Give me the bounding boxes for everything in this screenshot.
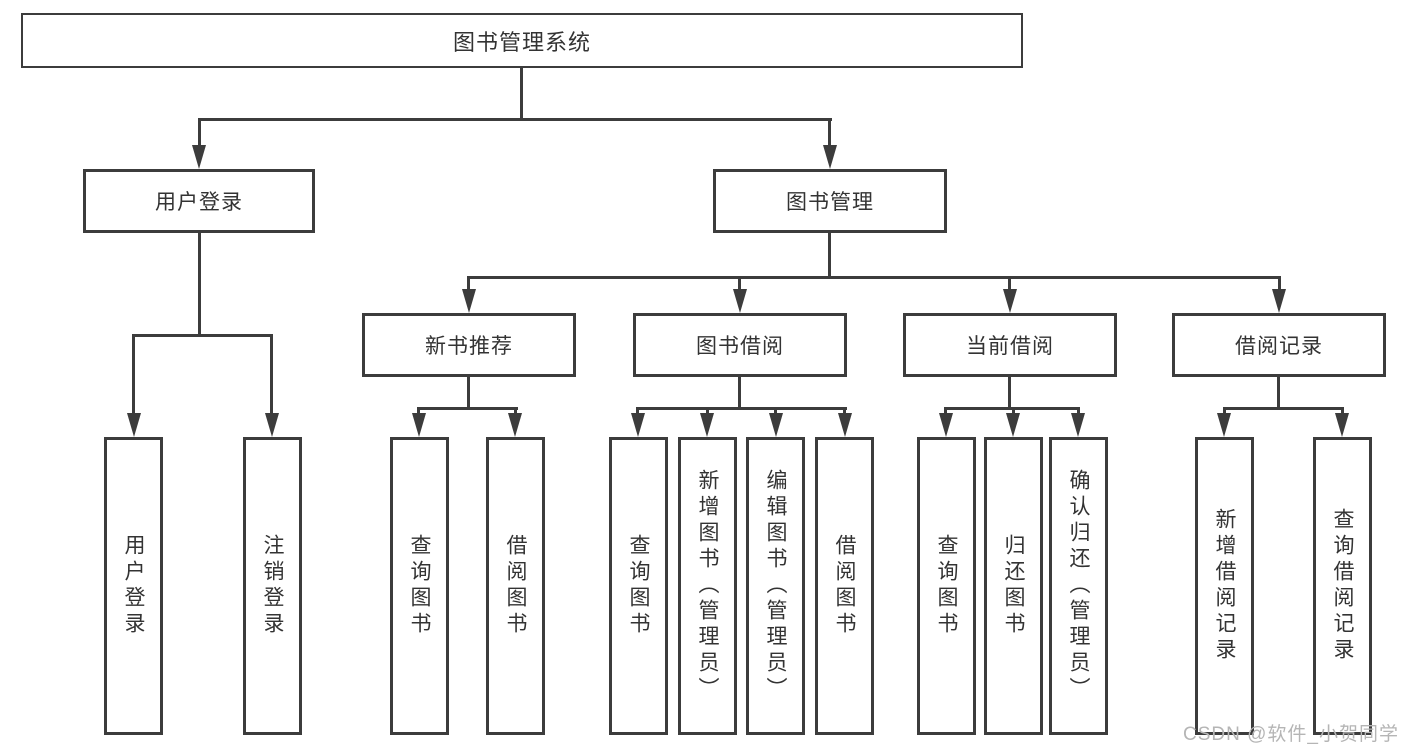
leaf-label: 编辑图书（管理员） (764, 469, 787, 703)
node-label: 用户登录 (155, 191, 243, 214)
connector-vline (467, 276, 470, 294)
connector-vline (1277, 377, 1280, 410)
arrowhead (192, 145, 206, 169)
node-borrow-records: 借阅记录 (1172, 313, 1386, 377)
arrowhead (769, 413, 783, 437)
leaf-borrow-edit-book-admin: 编辑图书（管理员） (746, 437, 805, 735)
leaf-label: 注销登录 (261, 534, 284, 638)
leaf-current-query-book: 查询图书 (917, 437, 976, 735)
leaf-borrow-add-book-admin: 新增图书（管理员） (678, 437, 737, 735)
leaf-label: 归还图书 (1002, 534, 1025, 638)
connector-hline (467, 276, 1281, 279)
connector-hline (198, 118, 832, 121)
node-label: 图书借阅 (696, 335, 784, 358)
leaf-label: 查询图书 (408, 534, 431, 638)
leaf-user-login: 用户登录 (104, 437, 163, 735)
arrowhead (838, 413, 852, 437)
connector-vline (738, 377, 741, 410)
connector-vline (738, 276, 741, 294)
arrowhead (1272, 289, 1286, 313)
leaf-current-return-book: 归还图书 (984, 437, 1043, 735)
node-new-book-recommend: 新书推荐 (362, 313, 576, 377)
node-label: 借阅记录 (1235, 335, 1323, 358)
node-library-management-system: 图书管理系统 (21, 13, 1023, 68)
arrowhead (631, 413, 645, 437)
connector-vline (520, 66, 523, 120)
node-label: 图书管理 (786, 191, 874, 214)
leaf-label: 查询借阅记录 (1331, 508, 1354, 664)
connector-hline (1223, 407, 1344, 410)
connector-hline (636, 407, 847, 410)
arrowhead (1006, 413, 1020, 437)
arrowhead (1335, 413, 1349, 437)
node-book-management: 图书管理 (713, 169, 947, 233)
arrowhead (508, 413, 522, 437)
connector-hline (132, 334, 273, 337)
arrowhead (823, 145, 837, 169)
arrowhead (462, 289, 476, 313)
connector-vline (198, 118, 201, 150)
node-user-login: 用户登录 (83, 169, 315, 233)
node-label: 图书管理系统 (452, 29, 591, 55)
connector-vline (132, 334, 135, 416)
leaf-records-add-record: 新增借阅记录 (1195, 437, 1254, 735)
connector-vline (1008, 377, 1011, 410)
leaf-borrow-query-book: 查询图书 (609, 437, 668, 735)
leaf-label: 用户登录 (122, 534, 145, 638)
arrowhead (1217, 413, 1231, 437)
leaf-label: 借阅图书 (833, 534, 856, 638)
leaf-current-confirm-return-admin: 确认归还（管理员） (1049, 437, 1108, 735)
arrowhead (265, 413, 279, 437)
arrowhead (939, 413, 953, 437)
leaf-newbook-borrow-book: 借阅图书 (486, 437, 545, 735)
arrowhead (1003, 289, 1017, 313)
node-book-borrow: 图书借阅 (633, 313, 847, 377)
connector-vline (828, 118, 831, 150)
leaf-records-query-record: 查询借阅记录 (1313, 437, 1372, 735)
leaf-label: 新增图书（管理员） (696, 469, 719, 703)
leaf-logout: 注销登录 (243, 437, 302, 735)
leaf-label: 确认归还（管理员） (1067, 469, 1090, 703)
connector-vline (467, 377, 470, 410)
leaf-label: 新增借阅记录 (1213, 508, 1236, 664)
node-label: 新书推荐 (425, 335, 513, 358)
node-label: 当前借阅 (966, 335, 1054, 358)
connector-vline (1278, 276, 1281, 294)
connector-vline (828, 233, 831, 278)
arrowhead (700, 413, 714, 437)
node-current-borrow: 当前借阅 (903, 313, 1117, 377)
arrowhead (412, 413, 426, 437)
leaf-newbook-query-book: 查询图书 (390, 437, 449, 735)
connector-vline (198, 233, 201, 336)
leaf-label: 借阅图书 (504, 534, 527, 638)
connector-vline (270, 334, 273, 416)
arrowhead (1071, 413, 1085, 437)
connector-hline (417, 407, 518, 410)
arrowhead (733, 289, 747, 313)
csdn-watermark: CSDN @软件_小贺同学 (1183, 724, 1399, 745)
leaf-borrow-borrow-book: 借阅图书 (815, 437, 874, 735)
leaf-label: 查询图书 (935, 534, 958, 638)
connector-vline (1008, 276, 1011, 294)
leaf-label: 查询图书 (627, 534, 650, 638)
arrowhead (127, 413, 141, 437)
